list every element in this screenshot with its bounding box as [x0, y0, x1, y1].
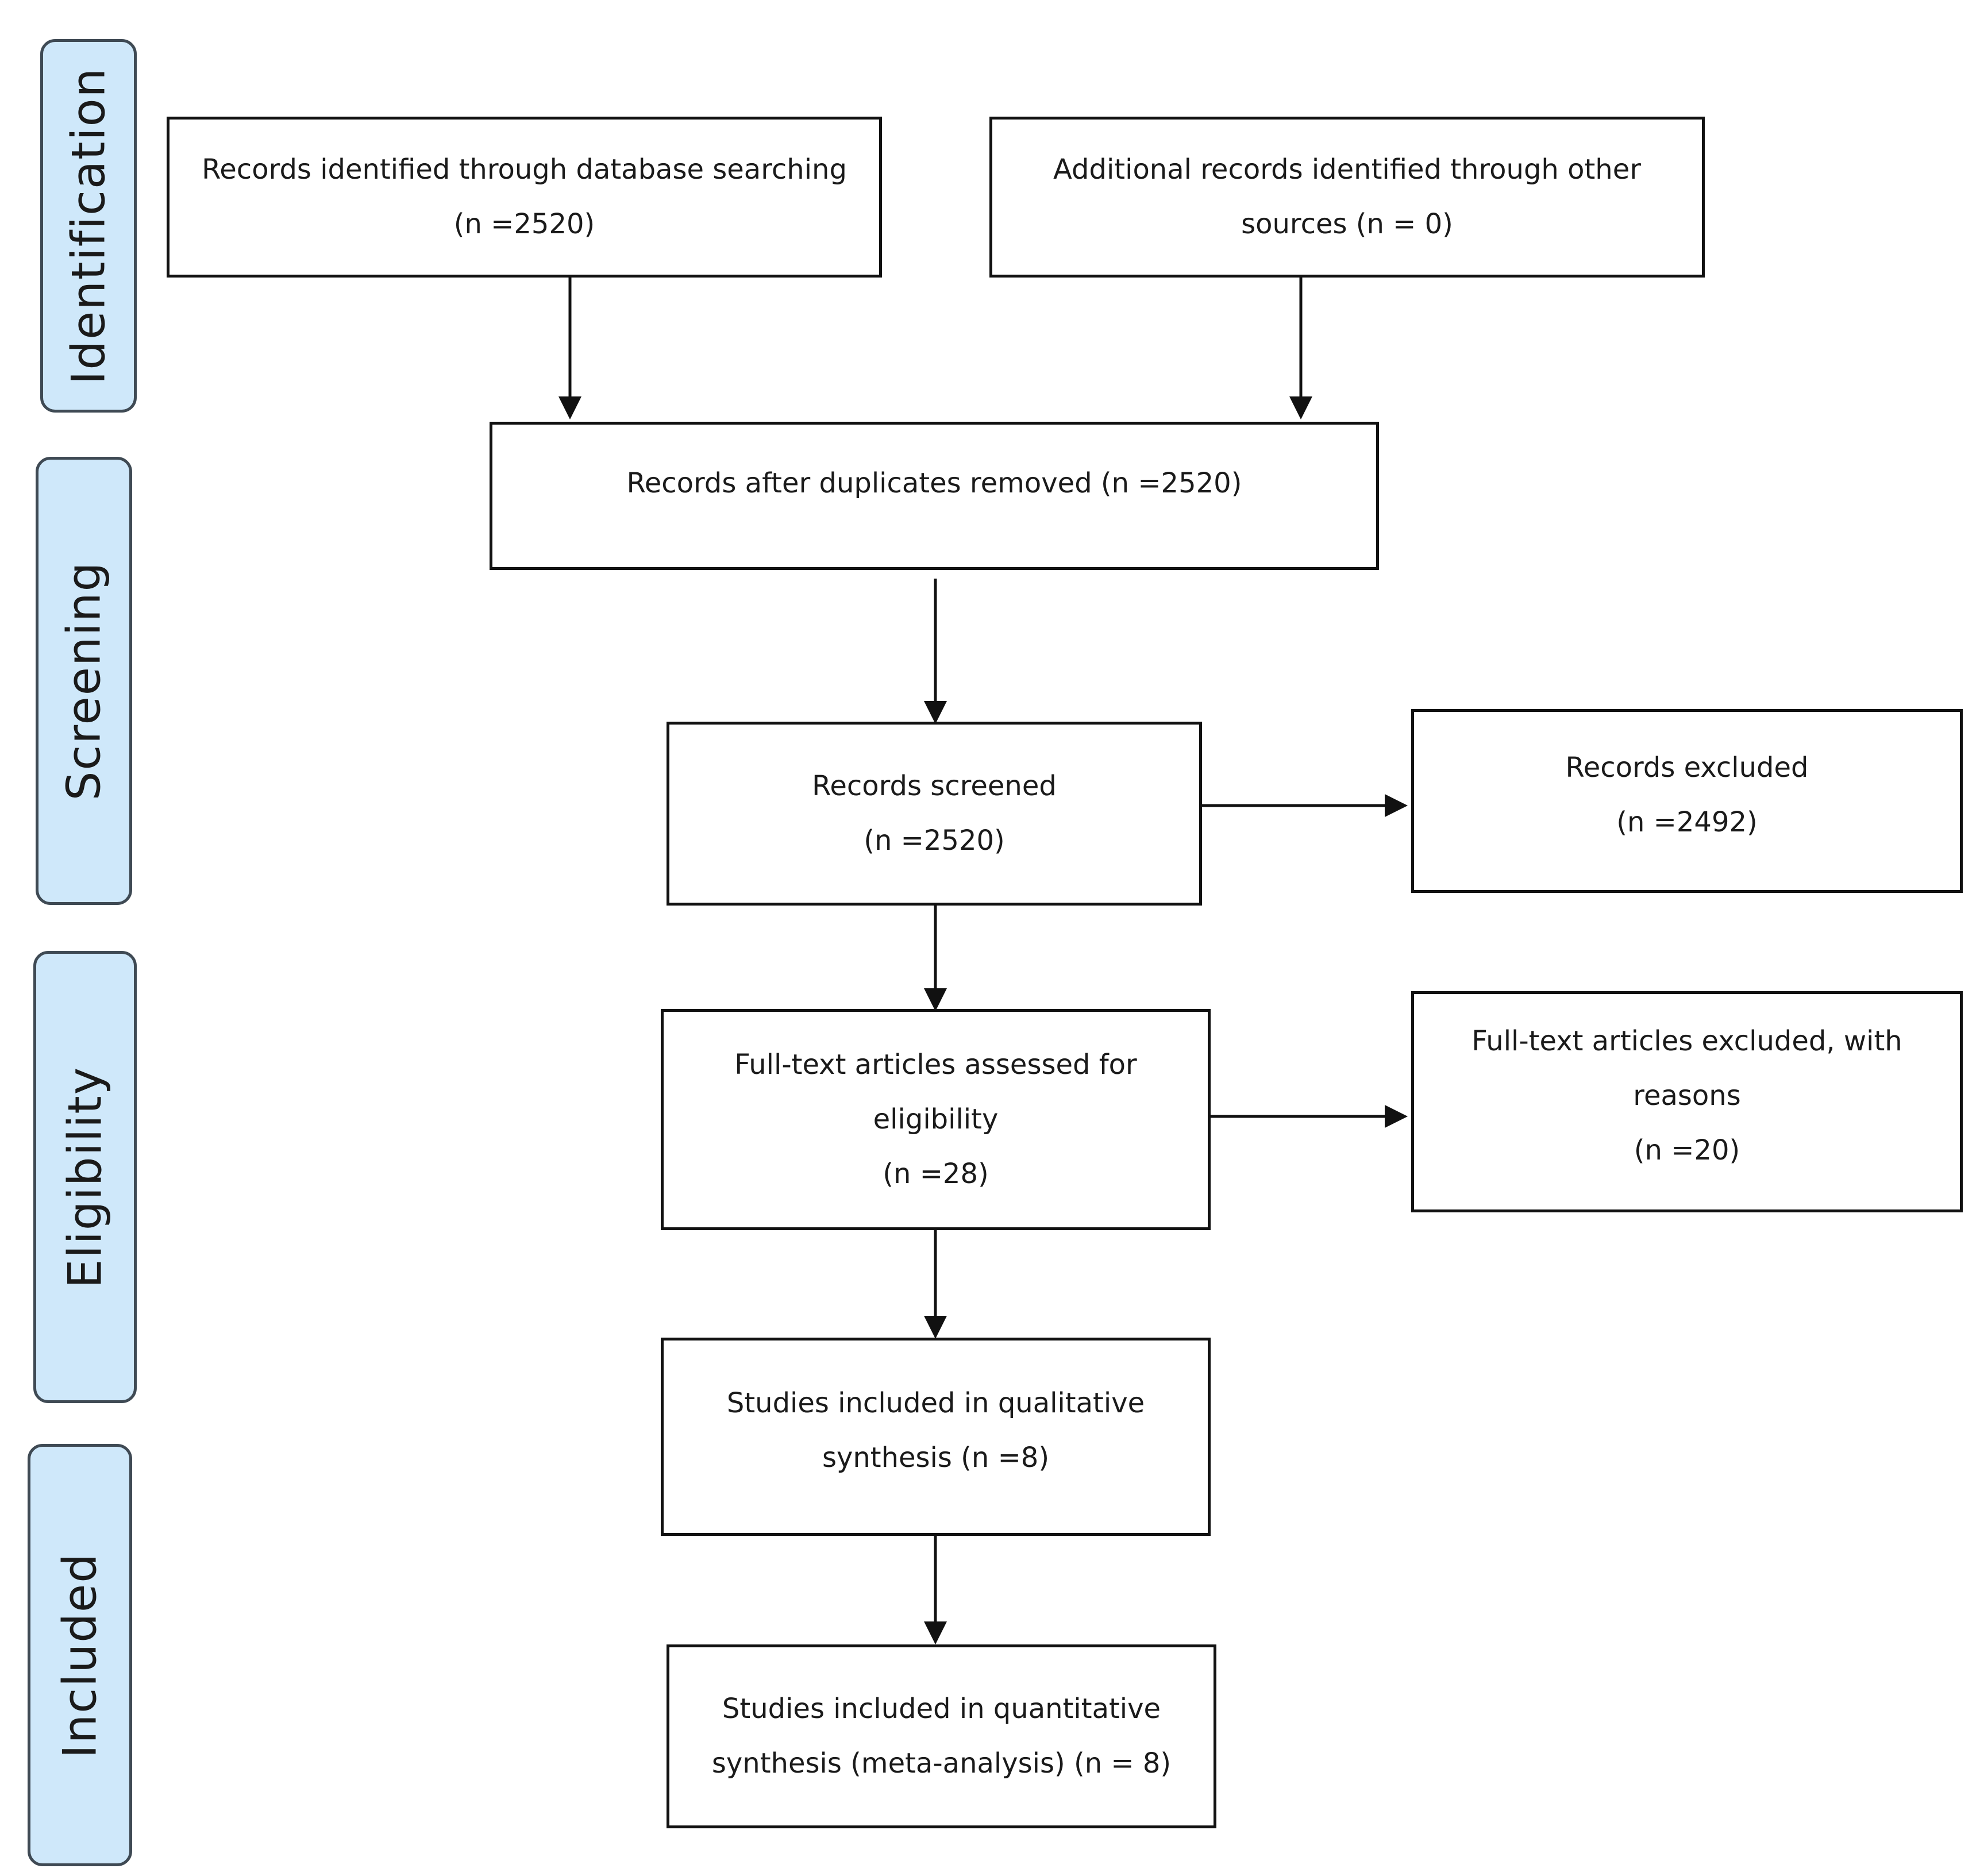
fulltext-excluded-line2: reasons [1633, 1080, 1741, 1112]
arrowhead-fulltext [924, 1316, 947, 1339]
quantitative-synthesis-box: Studies included in quantitative synthes… [667, 1644, 1216, 1828]
phase-screening: Screening [36, 457, 132, 905]
phase-eligibility-label: Eligibility [58, 1066, 112, 1288]
arrowhead-fulltext-excluded [1385, 1105, 1408, 1128]
arrowhead-screened [924, 988, 947, 1011]
arrowhead-other [1289, 396, 1312, 419]
records-screened-box: Records screened (n =2520) [667, 722, 1202, 906]
phase-eligibility: Eligibility [33, 951, 137, 1403]
database-search-line1: Records identified through database sear… [202, 153, 847, 186]
duplicates-removed-box: Records after duplicates removed (n =252… [490, 422, 1379, 570]
fulltext-assessed-count: (n =28) [883, 1158, 989, 1190]
phase-screening-label: Screening [57, 561, 111, 801]
quantitative-synthesis-line1: Studies included in quantitative [722, 1693, 1161, 1725]
fulltext-assessed-line1: Full-text articles assessed for [734, 1049, 1137, 1081]
records-excluded-box: Records excluded (n =2492) [1411, 709, 1963, 893]
fulltext-excluded-count: (n =20) [1634, 1134, 1740, 1166]
records-excluded-label: Records excluded [1565, 752, 1809, 784]
phase-included-label: Included [53, 1552, 107, 1758]
fulltext-assessed-line2: eligibility [873, 1103, 999, 1135]
phase-identification: Identification [40, 39, 137, 413]
arrowhead-records-excluded [1385, 794, 1408, 817]
qualitative-synthesis-box: Studies included in qualitative synthesi… [661, 1338, 1211, 1536]
records-screened-label: Records screened [812, 770, 1057, 802]
phase-included: Included [28, 1444, 132, 1866]
fulltext-excluded-box: Full-text articles excluded, with reason… [1411, 991, 1963, 1212]
arrowhead-database [558, 396, 581, 419]
arrowhead-qualitative [924, 1621, 947, 1644]
other-sources-line1: Additional records identified through ot… [1053, 153, 1641, 186]
quantitative-synthesis-line2: synthesis (meta-analysis) (n = 8) [711, 1747, 1172, 1779]
qualitative-synthesis-line1: Studies included in qualitative [726, 1387, 1145, 1419]
records-excluded-count: (n =2492) [1616, 806, 1758, 838]
records-screened-count: (n =2520) [864, 825, 1005, 857]
phase-identification-label: Identification [61, 67, 115, 385]
arrowhead-duplicates [924, 701, 947, 724]
database-search-box: Records identified through database sear… [167, 117, 882, 278]
database-search-count: (n =2520) [453, 208, 595, 240]
fulltext-excluded-line1: Full-text articles excluded, with [1471, 1025, 1902, 1057]
duplicates-removed-text: Records after duplicates removed (n =252… [626, 467, 1242, 499]
qualitative-synthesis-line2: synthesis (n =8) [822, 1442, 1050, 1474]
other-sources-count: sources (n = 0) [1241, 208, 1453, 240]
fulltext-assessed-box: Full-text articles assessed for eligibil… [661, 1009, 1211, 1230]
other-sources-box: Additional records identified through ot… [989, 117, 1705, 278]
